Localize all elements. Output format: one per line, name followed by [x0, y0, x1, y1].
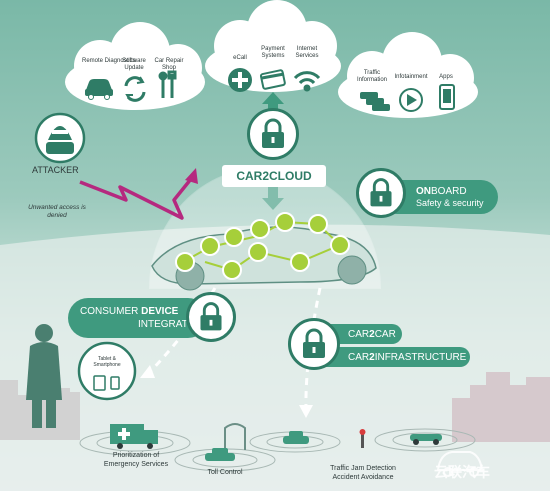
lock-icon	[370, 178, 392, 207]
car-diagnostics-icon	[85, 79, 113, 100]
refresh-icon	[124, 76, 146, 102]
lock-icon	[200, 302, 222, 331]
v2x-lock-badge	[288, 318, 340, 370]
consumer-lock-badge	[186, 292, 236, 342]
plus-icon	[228, 68, 252, 92]
cloud-lock-badge	[247, 108, 299, 160]
traffic-jam-label: Traffic Jam Detection Accident Avoidance	[330, 465, 396, 481]
city-skyline-right	[452, 372, 550, 442]
traffic-information-label: Traffic Information	[356, 70, 387, 83]
onboard-subtitle: Safety & security	[416, 197, 484, 208]
toll-control-label: Toll Control	[207, 469, 243, 476]
dashed-arrow-to-tablet	[146, 287, 217, 376]
emergency-services-label: Prioritization of Emergency Services	[103, 452, 169, 468]
traffic-cars-icon	[360, 92, 390, 111]
smartphone-icon	[439, 84, 455, 110]
road-car-icon	[283, 431, 309, 444]
toll-gate-icon	[224, 423, 246, 450]
attack-lightning-bolt	[79, 172, 197, 220]
remote-diagnostics-label: Remote Diagnostics	[82, 58, 136, 64]
consumer-device-subtitle: INTEGRATION	[138, 319, 206, 330]
wifi-icon	[293, 71, 321, 92]
unwanted-access-note: Unwanted access is denied	[28, 204, 86, 219]
ecall-label: eCall	[233, 55, 247, 61]
payment-systems-label: Payment Systems	[261, 46, 285, 59]
car-node-icons	[175, 212, 350, 280]
software-update-label: Software Update	[122, 58, 146, 71]
attacker-label: ATTACKER	[32, 165, 79, 175]
watermark-text: 云联汽车	[434, 464, 490, 480]
onboard-lock-badge	[356, 168, 406, 218]
signal-rings	[79, 428, 476, 472]
play-icon	[399, 88, 423, 112]
wrench-icon	[158, 70, 177, 98]
infotainment-label: Infotainment	[394, 74, 428, 80]
toll-car-icon	[205, 448, 235, 461]
apps-label: Apps	[439, 74, 453, 80]
car2cloud-label: CAR2CLOUD	[222, 165, 326, 187]
consumer-device-tab: CONSUMER DEVICE INTEGRATION	[68, 298, 208, 338]
lock-icon	[303, 328, 325, 358]
down-arrow-icon	[262, 186, 284, 210]
onboard-title: ONBOARD	[416, 185, 467, 197]
internet-services-label: Internet Services	[295, 46, 319, 59]
tablet-circle	[77, 341, 137, 401]
lock-icon	[262, 118, 284, 148]
traffic-light-icon	[359, 429, 366, 448]
convertible-car-icon	[410, 434, 442, 445]
consumer-device-title: CONSUMER DEVICE	[80, 306, 179, 317]
ambulance-icon	[110, 424, 158, 449]
car-repair-shop-label: Car Repair Shop	[154, 58, 184, 71]
credit-card-icon	[259, 69, 286, 90]
watermark-logo	[436, 451, 484, 477]
person-silhouette	[26, 324, 62, 428]
tablet-label: Tablet & Smartphone	[93, 356, 121, 368]
